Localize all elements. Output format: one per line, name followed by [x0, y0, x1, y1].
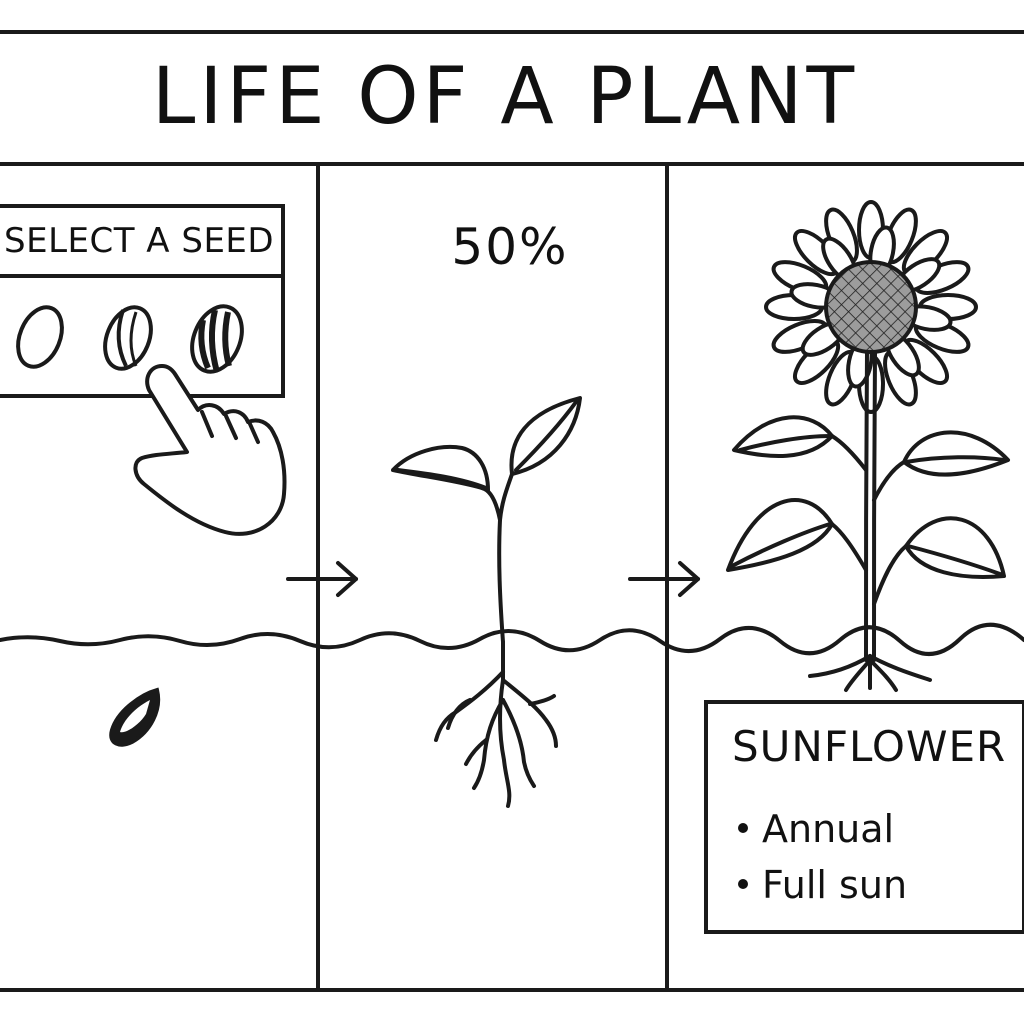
seed-option-sunflower[interactable]: [183, 299, 251, 379]
growth-progress-label: 50%: [451, 218, 569, 276]
plant-info-box: [704, 700, 1024, 934]
page-title: LIFE OF A PLANT: [151, 52, 859, 142]
seed-selector-box: [0, 204, 285, 398]
plant-name: SUNFLOWER: [732, 722, 1007, 771]
bullet-icon: [738, 822, 748, 833]
seed-selector-heading: SELECT A SEED: [4, 221, 275, 261]
arrow-right-icon: [628, 561, 700, 597]
pointing-hand-icon: [133, 364, 287, 536]
sunflower-icon: [726, 200, 1010, 692]
seed-option-striped[interactable]: [97, 300, 160, 375]
planted-seed-icon: [109, 687, 161, 747]
plant-trait-label: Full sun: [762, 863, 908, 907]
seed-option-plain[interactable]: [10, 301, 70, 373]
bullet-icon: [738, 878, 748, 889]
plant-trait-item: Annual: [738, 810, 894, 848]
plant-trait-item: Full sun: [738, 866, 907, 904]
plant-trait-label: Annual: [762, 807, 895, 851]
arrow-right-icon: [286, 561, 358, 597]
soil-line: [0, 622, 1024, 656]
seedling-icon: [391, 396, 582, 808]
